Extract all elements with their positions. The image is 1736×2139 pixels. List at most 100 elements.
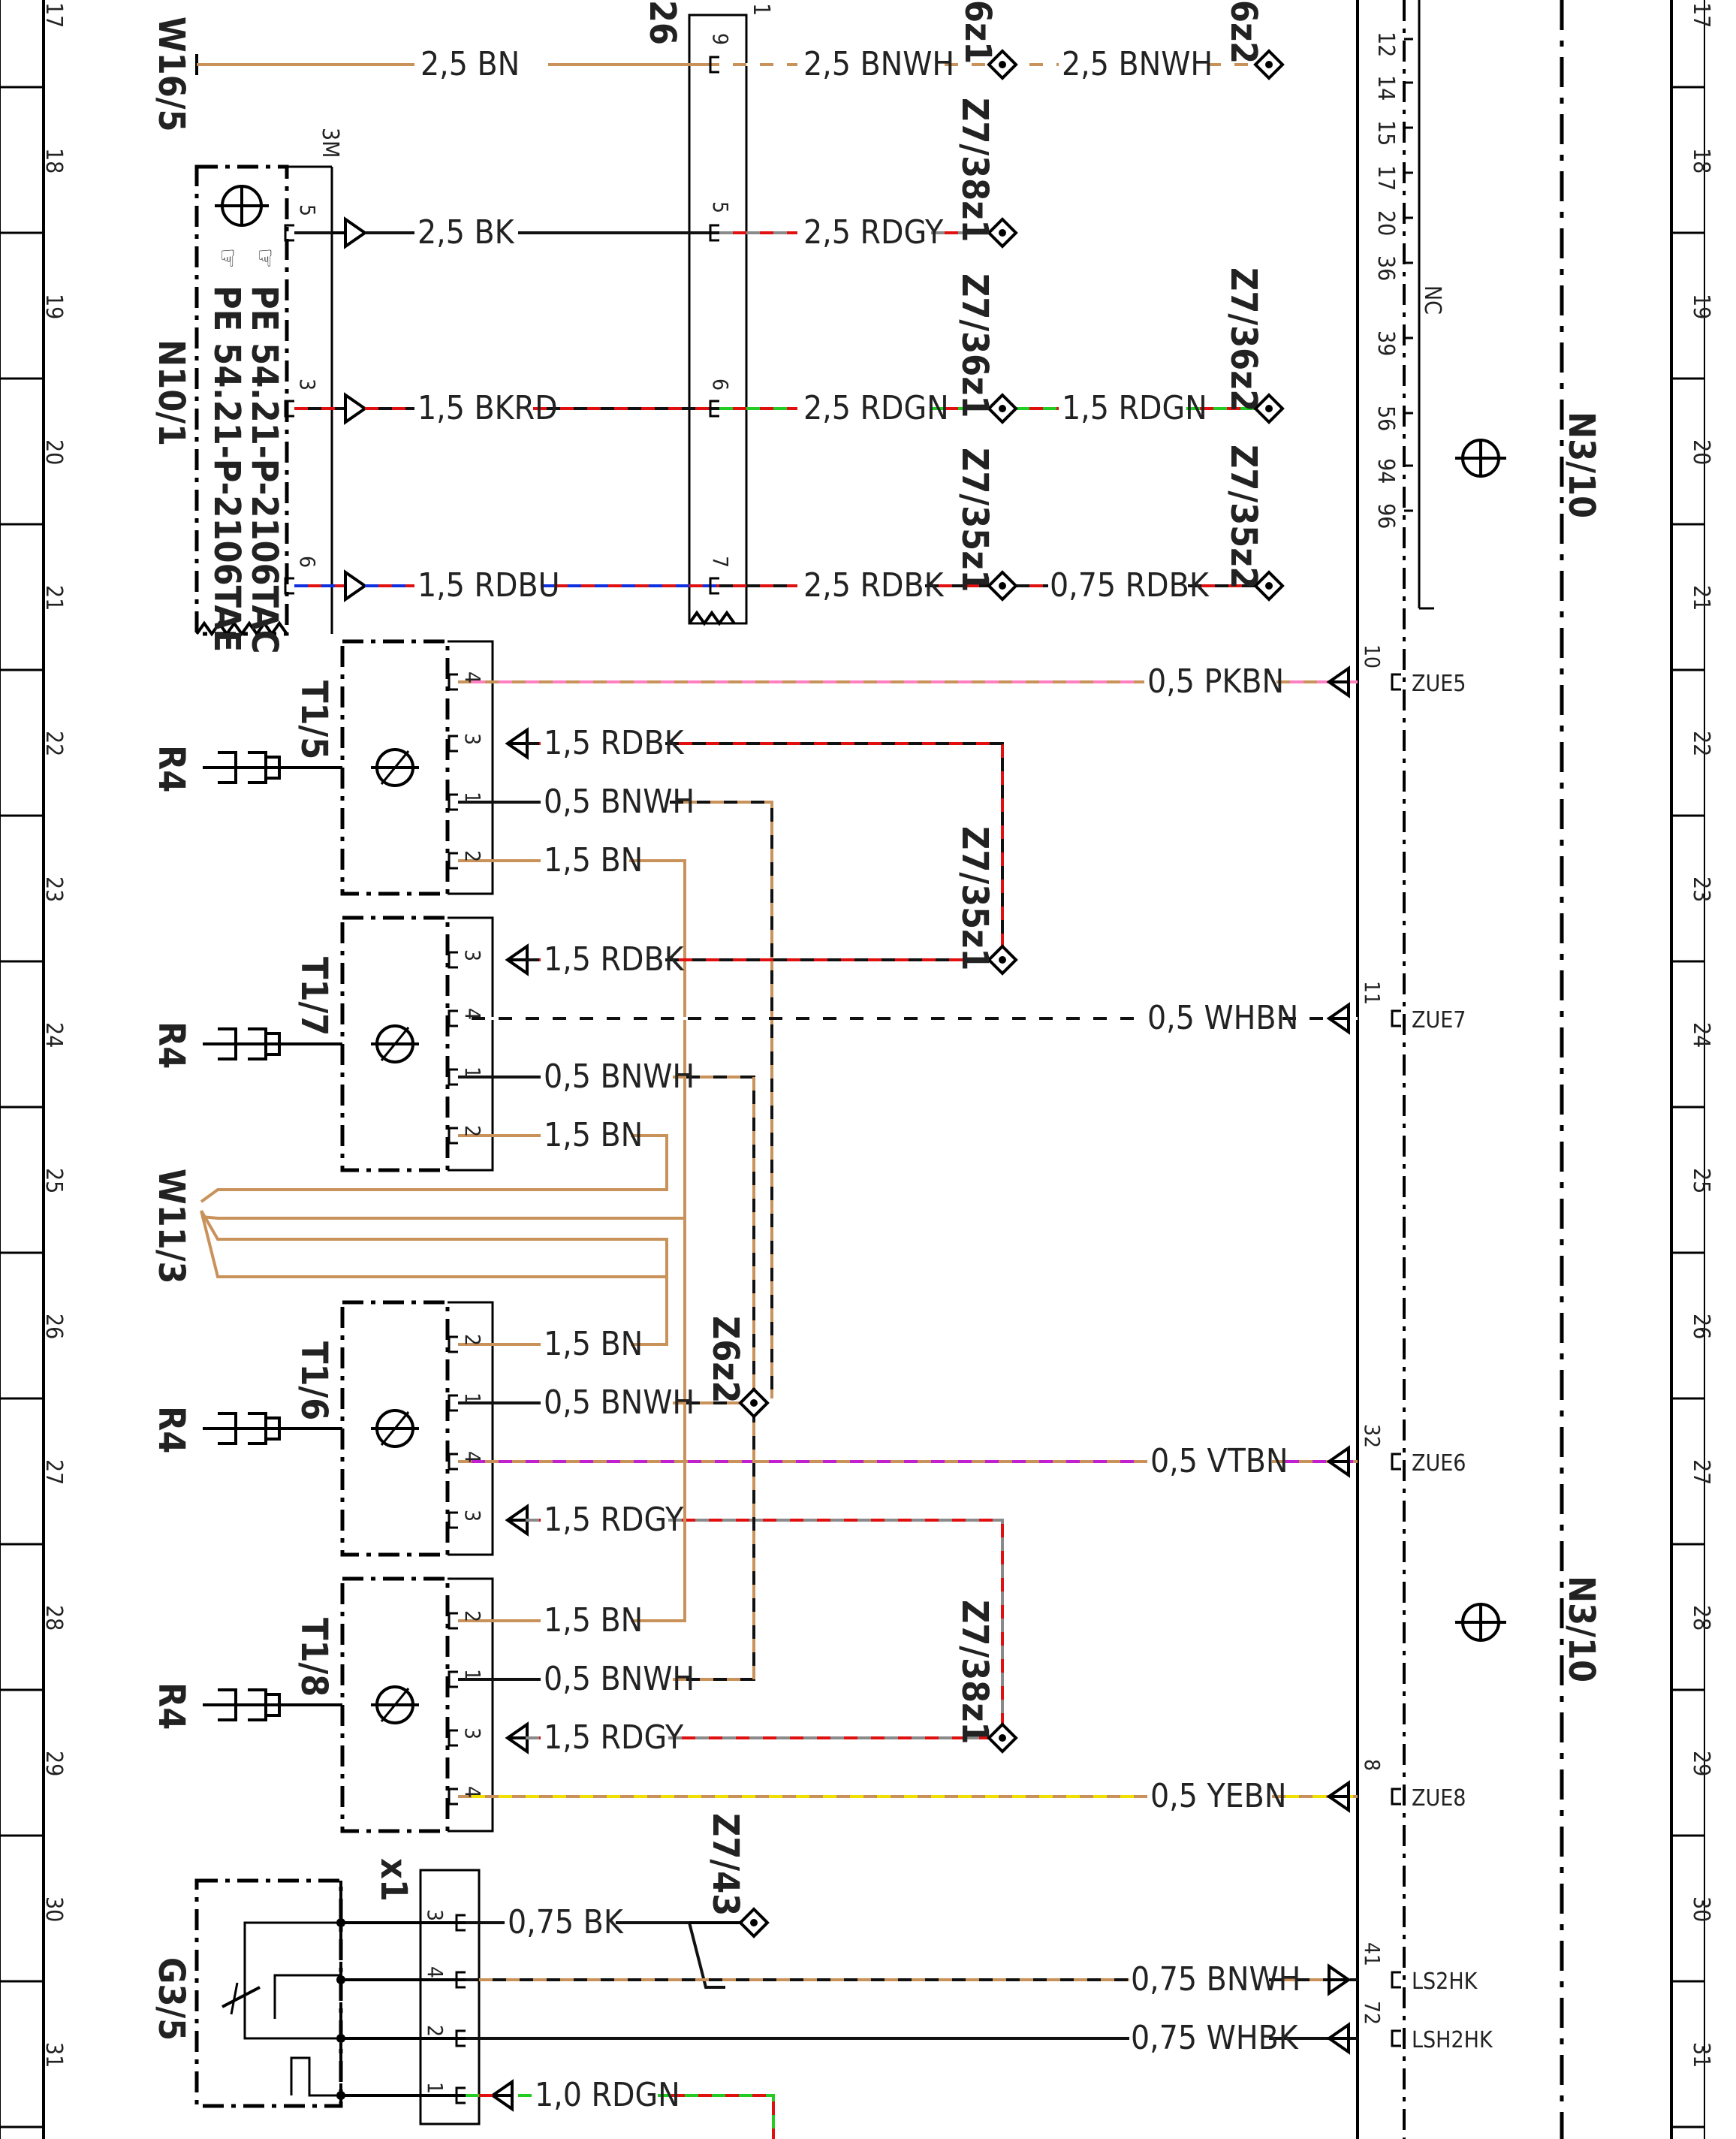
wire-label: 0,5 BNWH: [544, 783, 695, 821]
sensor-symbol-icon: [371, 1024, 419, 1063]
pin-socket-icon: [1391, 2029, 1401, 2047]
sensor-symbol-icon: [371, 1685, 419, 1724]
r4-label: R4: [150, 1021, 192, 1069]
wire-label: 2,5 BNWH: [1062, 45, 1213, 83]
wire-label: 2,5 RDGY: [803, 213, 944, 252]
splice-label: Z7/38z1: [954, 98, 996, 242]
sensor-pin-number: 4: [460, 1786, 485, 1798]
left-grid-rail: [0, 0, 45, 2139]
grid-row-label: 26: [1688, 1314, 1714, 1339]
pin-socket-icon: [709, 224, 719, 242]
module-symbol-icon: [215, 185, 269, 227]
x26-pin-number: 6: [708, 379, 733, 391]
right-grid-rail: [1670, 0, 1705, 2139]
wire-label: 1,5 RDBU: [417, 566, 560, 605]
grid-row-label: 30: [41, 1896, 67, 1922]
x1-connector: x1: [372, 1858, 481, 2125]
wire-label: 1,5 RDGY: [544, 1718, 684, 1757]
wire-0-5-bnwh: [673, 1403, 755, 1681]
wire-label: 0,5 BNWH: [544, 1383, 695, 1422]
wire-label: 2,5 BNWH: [803, 45, 954, 83]
splice-label: 6z1: [957, 0, 999, 64]
grid-row-label: 29: [41, 1751, 67, 1776]
grid-row-label: 24: [41, 1022, 67, 1048]
x1-pin-number: 4: [423, 1966, 448, 1978]
splice-dot: [999, 405, 1006, 412]
grid-row-label: 19: [41, 294, 67, 319]
wire-1-5-rdbk: [665, 742, 1004, 960]
sensor-pin-number: 2: [460, 1610, 485, 1622]
sensor-label: T1/8: [293, 1618, 335, 1697]
wire-label: 0,5 PKBN: [1147, 662, 1284, 701]
n3-10-pin-name: ZUE5: [1412, 671, 1466, 697]
pin-socket-icon: [448, 1670, 458, 1688]
wire-1-5-bn: [200, 1209, 668, 1346]
splice-label: Z7/35z2: [1222, 445, 1264, 589]
sensor-pin-number: 2: [460, 1125, 485, 1137]
splice-label: Z7/35z1: [954, 826, 996, 970]
pin-socket-icon: [448, 793, 458, 811]
n3-10-pin-number: 72: [1360, 2001, 1385, 2025]
wire-label: 0,5 YEBN: [1150, 1777, 1286, 1815]
wire-1-5-rdbk: [665, 742, 1004, 960]
wire-label: 1,5 RDBK: [544, 724, 685, 762]
sensor-label: T1/6: [293, 1341, 335, 1420]
grid-row-label: 25: [41, 1168, 67, 1193]
n10-pin-number: 6: [295, 556, 320, 568]
grid-row-label: 24: [1688, 1022, 1714, 1048]
sensor-pin-number: 1: [460, 1392, 485, 1404]
n10-1-connector-label: 3M: [317, 128, 343, 158]
x1-pin-number: 2: [423, 2025, 448, 2037]
splice-dot: [1265, 582, 1273, 590]
splice-dot: [750, 1919, 758, 1926]
wire-label: 0,75 RDBK: [1050, 566, 1210, 605]
grid-row-label: 19: [1688, 294, 1714, 319]
n10-pin-number: 3: [295, 379, 320, 391]
w16-5-label: W16/5: [150, 17, 192, 132]
x26-pin-number: 9: [708, 33, 733, 45]
n10-1-label: N10/1: [150, 339, 192, 446]
wire-label: 2,5 RDGN: [803, 389, 949, 427]
sensor-symbol-icon: [371, 748, 419, 787]
pin-socket-icon: [448, 673, 458, 691]
grid-row-label: 31: [41, 2042, 67, 2068]
grid-row-label: 21: [1688, 585, 1714, 611]
grid-row-label: 18: [1688, 148, 1714, 173]
pin-socket-icon: [448, 1127, 458, 1145]
splice-group: [738, 49, 1285, 1938]
pe-reference-link[interactable]: PE 54.21-P-2106TAC: [243, 285, 285, 653]
hand-pointer-icon: ☞: [250, 248, 280, 268]
x26-connector: 26 1: [641, 0, 774, 626]
grid-row-label: 29: [1688, 1751, 1714, 1776]
pin-socket-icon: [1391, 1971, 1401, 1989]
sensor-pin-number: 3: [460, 733, 485, 745]
wire-label: 1,5 RDGN: [1062, 389, 1207, 427]
grid-ticks: [0, 86, 1704, 2128]
sensor-symbol-icon: [371, 1409, 419, 1448]
splice-dot: [999, 229, 1006, 237]
potentiometer-icon: [222, 1982, 261, 2015]
ground-plug-icon: [218, 1027, 281, 1060]
grid-row-label: 22: [41, 731, 67, 756]
x26-pin-number: 7: [708, 556, 733, 568]
grid-row-label: 27: [1688, 1459, 1714, 1485]
temperature-sensor: R4 T1/8: [150, 1576, 494, 1833]
pe-reference-link[interactable]: PE 54.21-P-2106TAE: [206, 285, 248, 652]
sensor-pin-number: 2: [460, 850, 485, 862]
w11-3-ground: W11/3: [150, 1169, 192, 1284]
r4-label: R4: [150, 745, 192, 792]
pin-socket-icon: [448, 951, 458, 969]
r4-label: R4: [150, 1682, 192, 1730]
grid-row-label: 18: [41, 148, 67, 173]
pin-socket-icon: [448, 1788, 458, 1806]
wire-label: 1,0 RDGN: [535, 2076, 680, 2114]
x1-label: x1: [372, 1858, 414, 1902]
grid-row-label: 20: [41, 439, 67, 465]
wire-label: 1,5 BN: [544, 1116, 643, 1154]
grid-row-label: 23: [1688, 876, 1714, 902]
splice-label: Z6z2: [704, 1316, 746, 1404]
g3-5-label: G3/5: [150, 1957, 192, 2041]
